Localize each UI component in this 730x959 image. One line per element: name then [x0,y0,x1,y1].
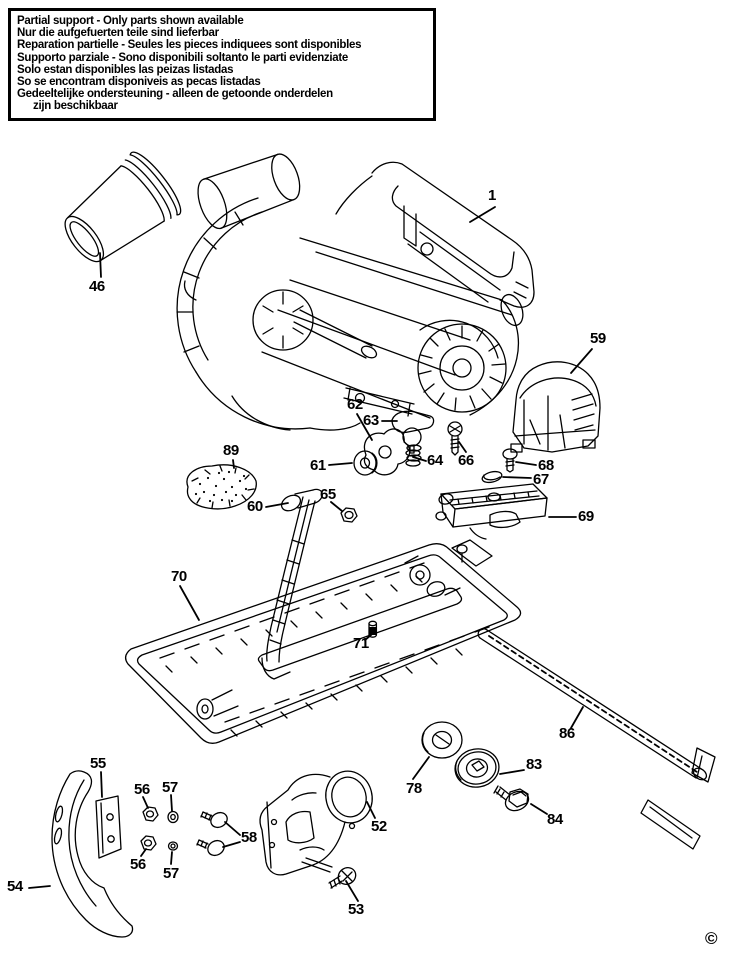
part-label-64: 64 [427,452,443,469]
part-label-57-upper: 57 [162,779,178,796]
part-label-57-lower: 57 [163,865,179,882]
screw-part-66 [447,421,463,456]
part-label-56-lower: 56 [130,856,146,873]
wing-knob-part-62 [363,428,411,476]
outer-flange-part-83 [454,748,500,788]
rip-fence-part-86 [477,628,716,850]
part-label-71: 71 [353,635,369,652]
part-label-53: 53 [348,901,364,918]
part-label-70: 70 [171,568,187,585]
pad-part-89 [186,464,257,510]
screw-part-68 [502,448,518,473]
washer-part-57-upper [167,810,179,824]
dust-nozzle-part-46 [64,151,182,263]
clamp-bracket-part-69 [435,483,548,540]
motor-end-cover-part-59 [510,361,601,453]
washer-part-57-lower [167,841,179,851]
part-label-52: 52 [371,818,387,835]
part-label-59: 59 [590,330,606,347]
partial-support-notice: Partial support - Only parts shown avail… [8,8,436,121]
part-label-66: 66 [458,452,474,469]
nut-part-56-lower [140,835,157,851]
part-label-86: 86 [559,725,575,742]
bolt-part-58-lower [196,839,225,857]
inner-flange-part-78 [421,721,463,759]
part-label-68: 68 [538,457,554,474]
notice-line-es: Solo estan disponibles las peizas listad… [17,63,234,76]
part-label-62: 62 [347,396,363,413]
spring-part-64 [405,444,422,467]
notice-line-de: Nur die aufgefuerten teile sind lieferba… [17,27,219,40]
notice-line-fr: Reparation partielle - Seules les pieces… [17,39,362,52]
base-plate-part-70 [124,496,522,744]
part-label-83: 83 [526,756,542,773]
copyright-icon: © [705,929,718,948]
part-label-46: 46 [89,278,105,295]
notice-line-nl-1: Gedeeltelijke ondersteuning - alleen de … [17,88,333,101]
part-label-89: 89 [223,442,239,459]
part-label-60: 60 [247,498,263,515]
bolt-part-58-upper [200,811,228,829]
notice-line-it: Supporto parziale - Sono disponibili sol… [17,51,348,64]
part-label-61: 61 [310,457,326,474]
nut-part-56-upper [142,806,159,822]
part-label-65: 65 [320,486,336,503]
part-label-58: 58 [241,829,257,846]
part-label-55: 55 [90,755,106,772]
part-label-1: 1 [488,187,496,204]
screw-part-53 [328,867,357,889]
notice-line-pt: So se encontram disponiveis as pecas lis… [17,76,261,89]
blade-bolt-part-84 [493,785,530,812]
mount-plate-part-55 [95,795,122,859]
part-label-67: 67 [533,471,549,488]
cap-part-67 [481,470,503,484]
nut-part-65 [340,507,358,523]
part-label-56-upper: 56 [134,781,150,798]
part-label-63: 63 [363,412,379,429]
saw-unit-part-1 [176,153,535,431]
part-label-84: 84 [547,811,563,828]
notice-line-en: Partial support - Only parts shown avail… [17,15,244,27]
notice-line-nl-2: zijn beschikbaar [33,100,118,113]
riving-knife-part-54 [51,770,134,938]
part-label-54: 54 [7,878,23,895]
clamp-lever-part-63 [391,410,435,454]
pivot-pin-part-60 [280,488,323,512]
leader-lines [28,206,593,902]
part-label-78: 78 [406,780,422,797]
lower-guard-part-52 [259,770,373,876]
part-label-69: 69 [578,508,594,525]
